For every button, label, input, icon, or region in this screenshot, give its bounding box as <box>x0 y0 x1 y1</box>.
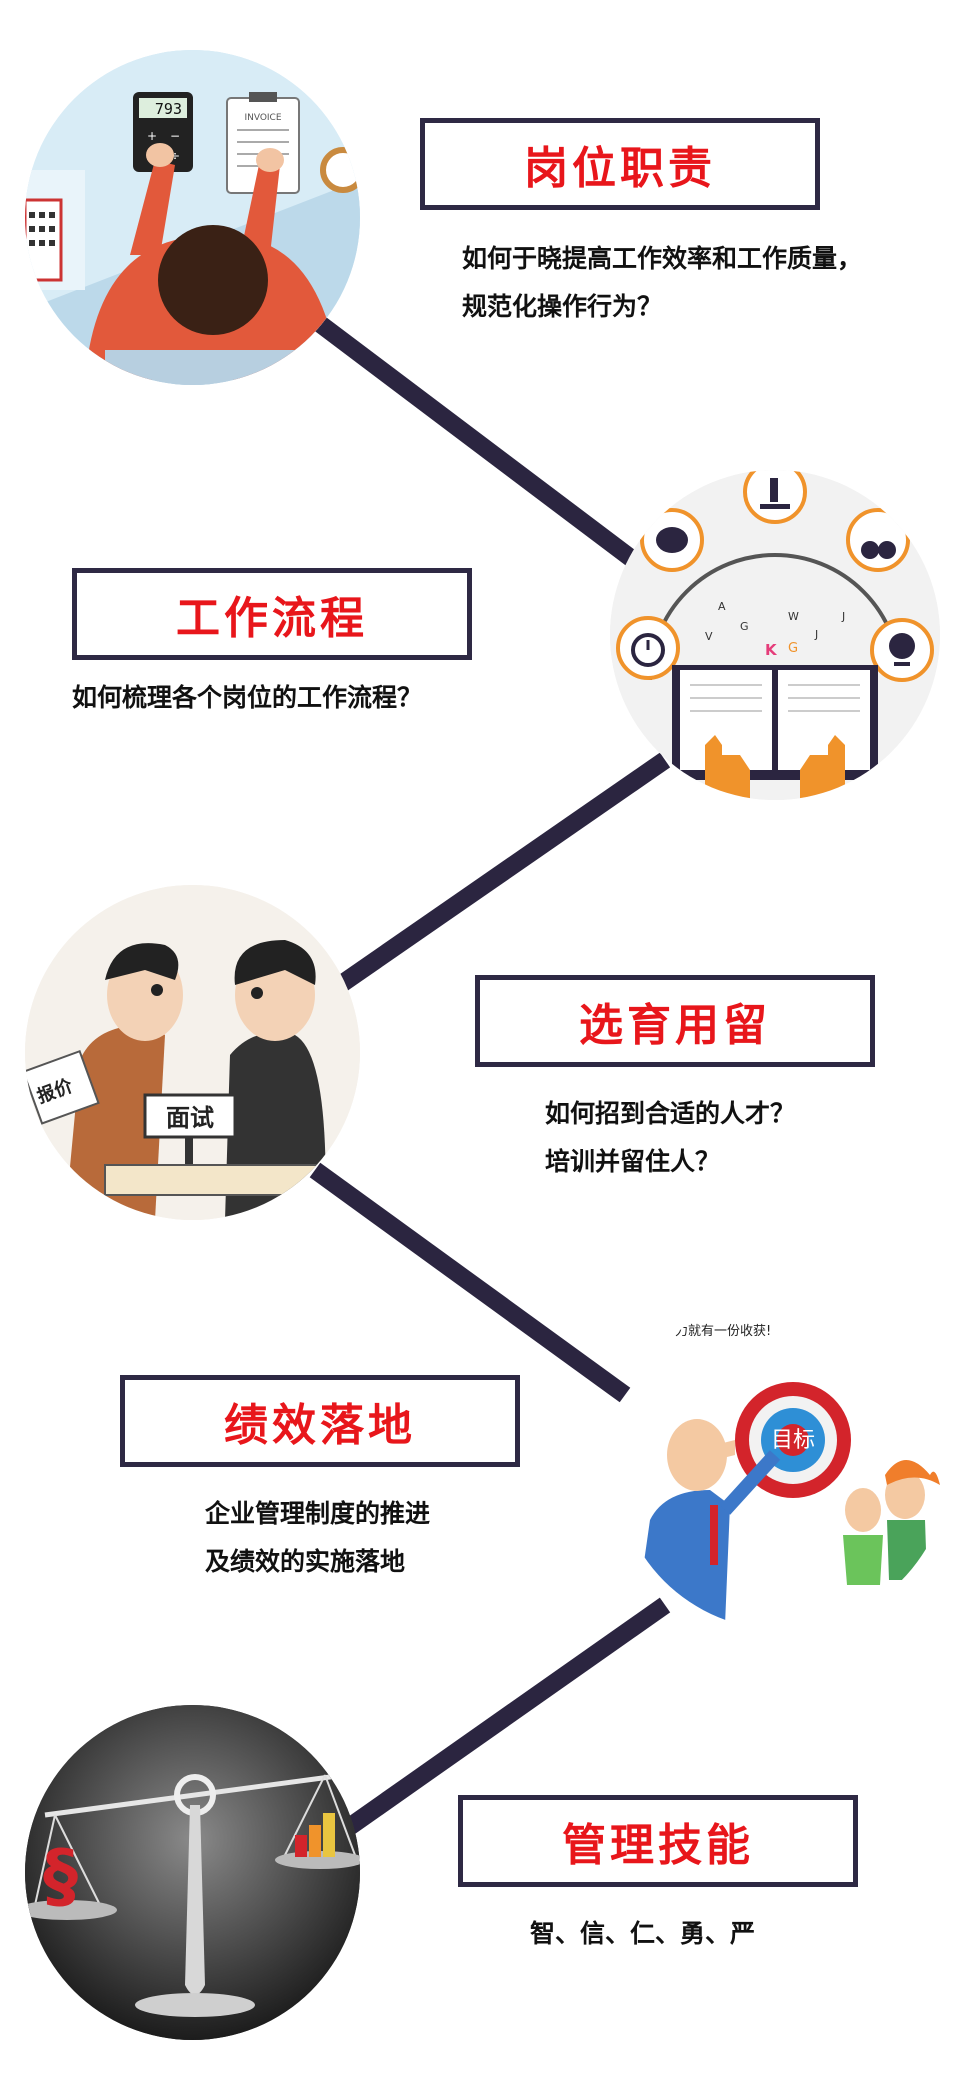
lab-flask-icon <box>846 508 910 572</box>
svg-text:V: V <box>705 630 713 643</box>
section-title-2: 工作流程 <box>176 593 368 644</box>
svg-text:+: + <box>147 129 157 143</box>
section-desc-1-line-1: 如何于晓提高工作效率和工作质量， <box>462 244 863 273</box>
section-desc-1: 如何于晓提高工作效率和工作质量， 规范化操作行为？ <box>462 235 862 331</box>
interview-illustration: 报价 面试 <box>25 885 360 1220</box>
svg-text:J: J <box>841 610 845 623</box>
interview-sign: 面试 <box>143 1093 237 1167</box>
section-desc-4-line-1: 企业管理制度的推进 <box>205 1499 431 1528</box>
section-desc-2-line-1: 如何梳理各个岗位的工作流程？ <box>72 683 423 712</box>
target-label: 目标 <box>771 1428 815 1453</box>
svg-text:−: − <box>170 129 180 143</box>
left-hand <box>705 735 750 800</box>
section-title-box-4: 绩效落地 <box>120 1375 520 1467</box>
svg-text:G: G <box>788 641 798 656</box>
connector-line-4 <box>339 1597 671 1838</box>
svg-text:G: G <box>740 620 749 633</box>
price-sign: 报价 <box>25 1049 100 1125</box>
section-desc-5: 智、信、仁、勇、严 <box>530 1910 755 1958</box>
section-desc-4: 企业管理制度的推进 及绩效的实施落地 <box>205 1490 430 1586</box>
section-desc-4-line-2: 及绩效的实施落地 <box>205 1547 406 1576</box>
speech-text: 力就有一份收获! <box>675 1324 771 1339</box>
section-desc-2: 如何梳理各个岗位的工作流程？ <box>72 674 422 722</box>
section-title-box-1: 岗位职责 <box>420 118 820 210</box>
svg-text:K: K <box>765 641 778 659</box>
connector-line-2 <box>334 752 671 993</box>
open-book-icon <box>672 665 878 780</box>
palette-icon <box>640 508 704 572</box>
section-title-1: 岗位职责 <box>524 143 716 194</box>
section-title-3: 选育用留 <box>579 1000 771 1051</box>
svg-text:W: W <box>788 610 799 623</box>
target-goal-illustration: 力就有一份收获! 目标 <box>615 1295 950 1630</box>
svg-text:J: J <box>814 628 818 641</box>
paragraph-symbol: § <box>43 1835 78 1917</box>
office-work-illustration: 793 +− ×÷ INVOICE <box>25 50 360 385</box>
education-book-illustration: A G W J K G J V <box>610 470 940 800</box>
section-title-box-2: 工作流程 <box>72 568 472 660</box>
svg-text:÷: ÷ <box>170 149 180 163</box>
invoice-clipboard: INVOICE <box>226 92 300 194</box>
section-title-5: 管理技能 <box>562 1820 754 1871</box>
globe-icon <box>870 618 934 682</box>
section-desc-3-line-2: 培训并留住人？ <box>545 1147 721 1176</box>
section-title-4: 绩效落地 <box>224 1400 416 1451</box>
right-hand <box>800 735 845 800</box>
connector-line-1 <box>309 312 646 573</box>
section-title-box-5: 管理技能 <box>458 1795 858 1887</box>
svg-text:面试: 面试 <box>166 1104 214 1132</box>
svg-text:A: A <box>718 600 726 613</box>
section-desc-5-line-1: 智、信、仁、勇、严 <box>530 1919 756 1948</box>
calculator-display: 793 <box>155 100 182 118</box>
alarm-clock-icon <box>616 616 680 680</box>
section-desc-3-line-1: 如何招到合适的人才？ <box>545 1099 796 1128</box>
balance-scale-illustration: § <box>25 1705 360 2040</box>
section-title-box-3: 选育用留 <box>475 975 875 1067</box>
section-desc-1-line-2: 规范化操作行为？ <box>462 292 663 321</box>
microscope-icon <box>743 470 807 524</box>
section-desc-3: 如何招到合适的人才？ 培训并留住人？ <box>545 1090 795 1186</box>
invoice-label: INVOICE <box>244 113 281 123</box>
bar-chart-blocks <box>295 1813 335 1857</box>
connector-line-3 <box>309 1162 631 1403</box>
